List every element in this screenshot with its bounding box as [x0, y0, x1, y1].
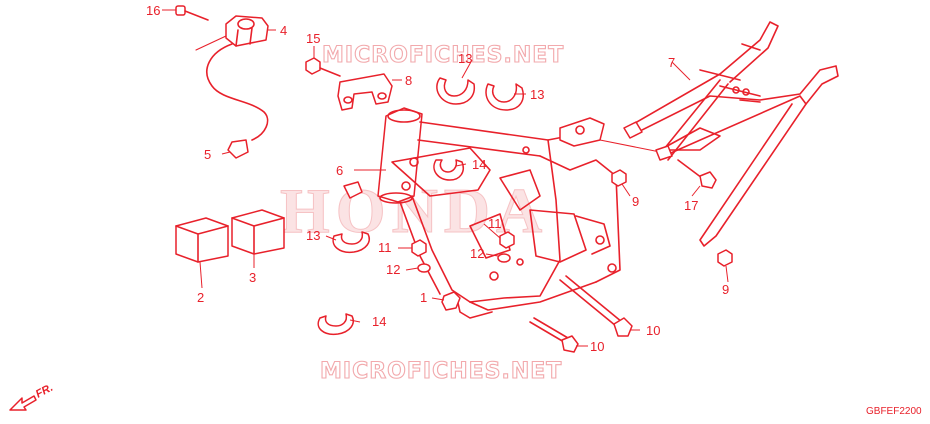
part-main-frame-6 [343, 107, 661, 319]
part-bolt-16 [175, 5, 209, 21]
part-bolt-10-left [529, 317, 579, 353]
callout-9-upper: 9 [632, 194, 639, 209]
part-clamp-13-lower [332, 231, 370, 254]
callout-12-left: 12 [386, 262, 400, 277]
callout-15: 15 [306, 31, 320, 46]
callout-12-right: 12 [470, 246, 484, 261]
part-nut-9-lower [717, 249, 733, 267]
callout-7: 7 [668, 55, 675, 70]
part-nut-9-upper [611, 169, 627, 187]
callout-14-lower: 14 [372, 314, 386, 329]
part-bolt-17 [677, 159, 717, 189]
part-clamp-13-right [485, 83, 524, 111]
part-clamp-14-lower [317, 313, 354, 336]
callout-13-top-right: 13 [530, 87, 544, 102]
callout-6: 6 [336, 163, 343, 178]
callout-10-right: 10 [646, 323, 660, 338]
callout-5: 5 [204, 147, 211, 162]
callout-2: 2 [197, 290, 204, 305]
callout-9-lower: 9 [722, 282, 729, 297]
front-arrow-icon [9, 395, 37, 411]
callout-16: 16 [146, 3, 160, 18]
part-nut-11-left [411, 239, 427, 257]
part-rear-subframe-7 [623, 21, 839, 247]
part-regulator-3 [231, 209, 285, 255]
watermark-top: MICROFICHES.NET [322, 43, 564, 68]
front-direction-indicator: FR. [9, 382, 55, 411]
part-clamp-14-upper [433, 159, 464, 181]
part-bracket-8 [337, 73, 393, 111]
front-label: FR. [34, 382, 55, 401]
leader-lines [162, 9, 729, 347]
callout-3: 3 [249, 270, 256, 285]
part-bolt-1 [441, 291, 461, 311]
callout-13-lower: 13 [306, 228, 320, 243]
callout-13-top-left: 13 [458, 51, 472, 66]
callout-8: 8 [405, 73, 412, 88]
callout-labels: 16 4 15 8 13 13 6 14 5 2 3 13 11 12 1 11… [146, 3, 729, 354]
callout-10-left: 10 [590, 339, 604, 354]
diagram-code: GBFEF2200 [866, 406, 922, 417]
callout-11-right: 11 [488, 216, 502, 231]
watermark-bottom: MICROFICHES.NET [320, 359, 562, 384]
part-ignition-coil-4 [195, 15, 269, 159]
part-cdi-unit-2 [175, 217, 229, 263]
callout-11-left: 11 [378, 240, 392, 255]
part-washer-12-right [497, 253, 511, 263]
callout-17: 17 [684, 198, 698, 213]
part-bolt-10-right [559, 275, 633, 337]
part-clamp-13-left [436, 77, 476, 105]
part-washer-12-left [417, 263, 431, 273]
callout-4: 4 [280, 23, 287, 38]
callout-14-upper: 14 [472, 157, 486, 172]
part-nut-11-right [499, 231, 515, 249]
callout-1: 1 [420, 290, 427, 305]
